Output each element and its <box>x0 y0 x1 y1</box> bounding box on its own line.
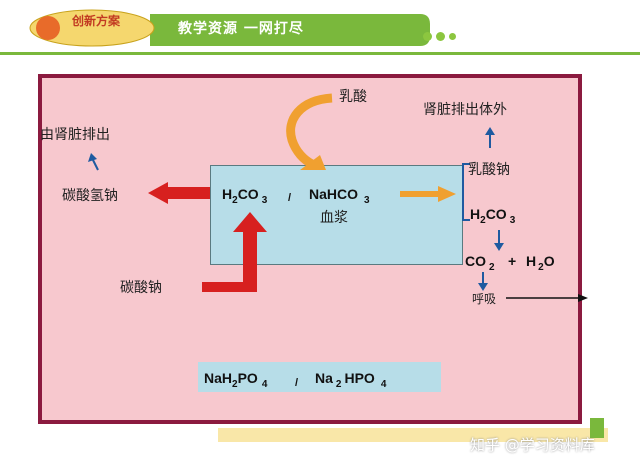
phosphate-separator: / <box>295 377 299 389</box>
logo-text: 创新方案 <box>72 14 121 28</box>
kidney-out-left-label: 由肾脏排出 <box>40 127 110 143</box>
plasma-label: 血浆 <box>320 210 348 226</box>
orange-right-arrow <box>400 186 456 202</box>
plasma-separator: / <box>288 192 292 204</box>
watermark-text: 知乎 @学习资料库 <box>470 436 595 454</box>
sodium-bicarbonate-label: 碳酸氢钠 <box>62 188 118 204</box>
orange-curve-arrow <box>286 93 333 169</box>
red-left-arrow <box>148 182 210 204</box>
red-up-arrow <box>202 212 267 292</box>
phosphate-box <box>198 362 441 392</box>
dot-icon <box>436 32 445 41</box>
sodium-lactate-label: 乳酸钠 <box>468 162 510 178</box>
lactic-acid-label: 乳酸 <box>339 89 367 105</box>
plus-sign: + <box>508 253 517 269</box>
breathing-label: 呼吸 <box>472 292 497 306</box>
header-decoration <box>0 9 640 55</box>
dot-icon <box>423 32 432 41</box>
sodium-carbonate-label: 碳酸钠 <box>120 280 162 296</box>
header-title: 教学资源 一网打尽 <box>178 21 304 37</box>
dot-icon <box>449 33 456 40</box>
blue-bracket <box>462 163 470 221</box>
kidney-out-right-label: 肾脏排出体外 <box>423 102 507 118</box>
header-banner: 创新方案 教学资源 一网打尽 <box>0 0 640 58</box>
